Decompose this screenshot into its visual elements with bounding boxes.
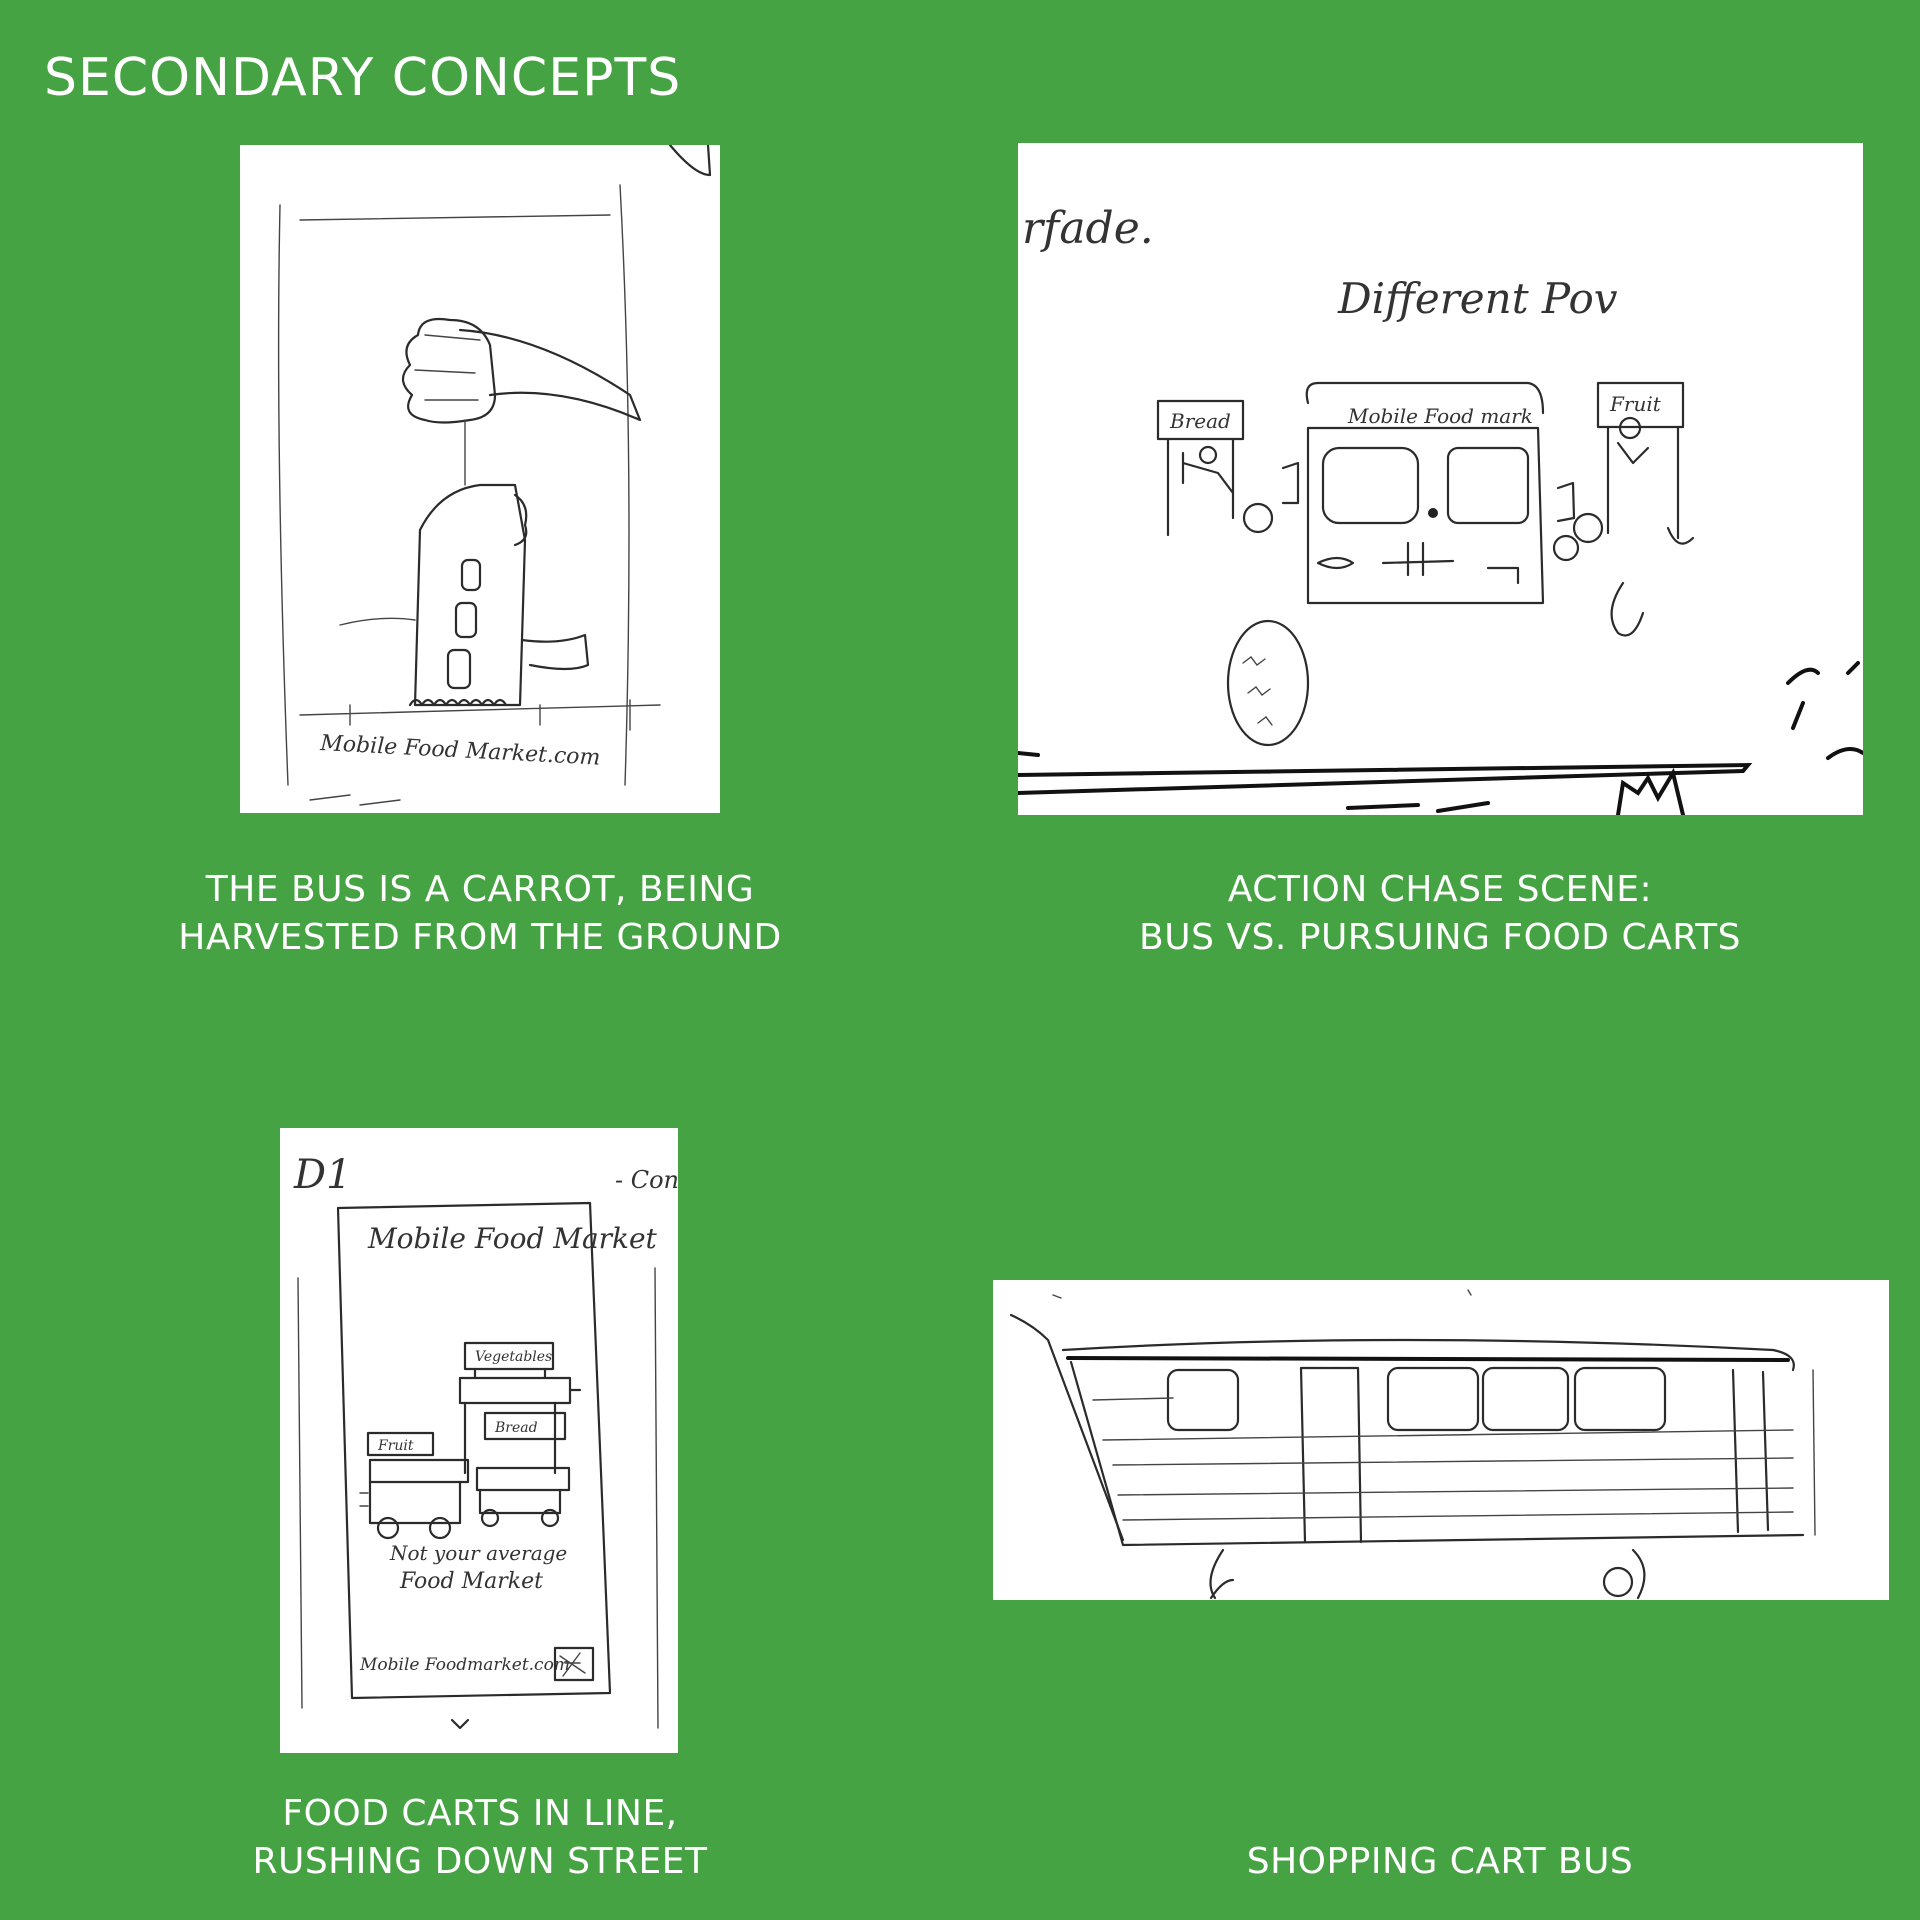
caption-line: RUSHING DOWN STREET [252, 1841, 708, 1882]
carts-corner-text: D1 [293, 1152, 352, 1198]
carts-left-sign-text: Fruit [377, 1438, 414, 1454]
carrot-bus-drawing: Mobile Food Market.com [277, 145, 712, 806]
page-title: SECONDARY CONCEPTS [44, 48, 682, 108]
carrot-footer-text: Mobile Food Market.com [319, 731, 601, 771]
caption-carrot-bus: THE BUS IS A CARROT, BEING HARVESTED FRO… [130, 866, 830, 962]
caption-line: THE BUS IS A CARROT, BEING [205, 869, 755, 910]
sketch-shopping-cart-bus [993, 1280, 1889, 1600]
carts-top-sign-text: Vegetables [475, 1349, 552, 1365]
caption-line: HARVESTED FROM THE GROUND [178, 917, 782, 958]
chase-heading-text: Different Pov [1337, 274, 1618, 323]
sketch-chase-scene: rfade. Different Pov Mobile Food mark Br… [1018, 143, 1863, 815]
food-carts-drawing: D1 - Con Mobile Food Market Vegetables B… [293, 1152, 678, 1730]
sketch-food-carts-line: D1 - Con Mobile Food Market Vegetables B… [280, 1128, 678, 1753]
carts-corner-right-text: - Con [615, 1166, 678, 1194]
caption-food-carts: FOOD CARTS IN LINE, RUSHING DOWN STREET [130, 1790, 830, 1886]
caption-line: ACTION CHASE SCENE: [1227, 869, 1653, 910]
caption-line: FOOD CARTS IN LINE, [282, 1793, 678, 1834]
chase-cart-right-text: Fruit [1609, 392, 1662, 416]
carts-tagline-2-text: Food Market [399, 1569, 543, 1594]
carts-footer-text: Mobile Foodmarket.com [359, 1655, 570, 1675]
carts-header-text: Mobile Food Market [367, 1222, 658, 1255]
caption-chase-scene: ACTION CHASE SCENE: BUS VS. PURSUING FOO… [1090, 866, 1790, 962]
shopping-cart-bus-drawing [1009, 1289, 1816, 1600]
caption-line: SHOPPING CART BUS [1246, 1841, 1634, 1882]
caption-shopping-cart-bus: SHOPPING CART BUS [1090, 1838, 1790, 1886]
chase-bus-sign-text: Mobile Food mark [1347, 404, 1533, 428]
carts-tagline-1-text: Not your average [389, 1541, 567, 1565]
sketch-carrot-bus: Mobile Food Market.com [240, 145, 720, 813]
chase-cart-left-text: Bread [1169, 409, 1231, 433]
carts-mid-sign-text: Bread [494, 1420, 538, 1436]
chase-topleft-text: rfade. [1022, 203, 1154, 254]
chase-scene-drawing: rfade. Different Pov Mobile Food mark Br… [1018, 203, 1863, 815]
caption-line: BUS VS. PURSUING FOOD CARTS [1139, 917, 1741, 958]
